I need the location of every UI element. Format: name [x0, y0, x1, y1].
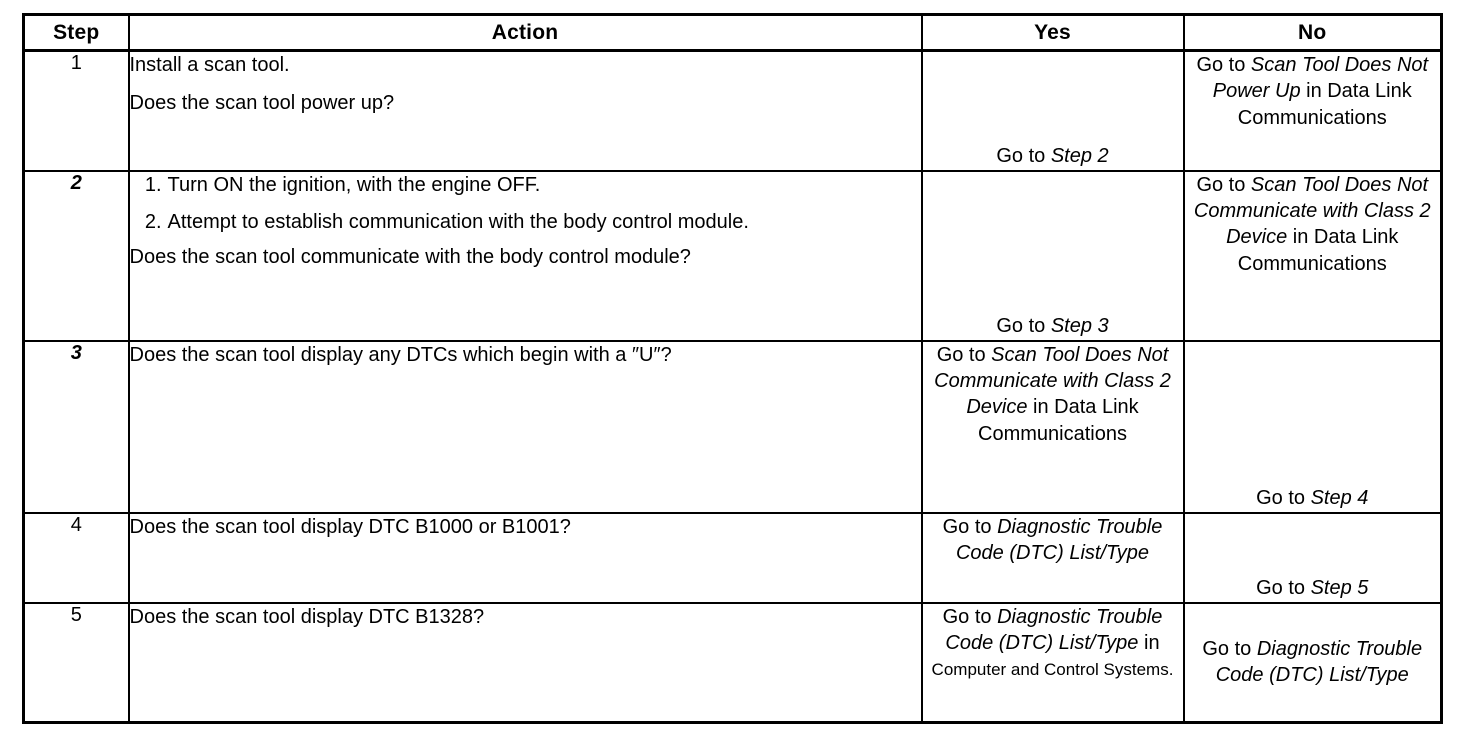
emphasis-text: Step 4: [1310, 487, 1369, 510]
emphasis-text: Scan Tool Does Not Power Up: [1212, 54, 1429, 103]
action-text: Does the scan tool power up?: [129, 91, 395, 114]
yes-cell: Go to Step 2: [920, 49, 1185, 172]
plain-text: in: [1138, 631, 1160, 654]
action-cell: Turn ON the ignition, with the engine OF…: [127, 169, 923, 342]
step-number-cell: 5: [22, 601, 130, 724]
column-header-action: Action: [127, 13, 923, 52]
column-header-no: No: [1182, 13, 1443, 52]
step-number: 1: [70, 52, 82, 74]
emphasis-text: Scan Tool Does Not Communicate with Clas…: [934, 343, 1171, 419]
plain-text: Go to: [942, 605, 998, 628]
step-number: 2: [70, 171, 82, 194]
plain-text: Go to: [1256, 577, 1311, 600]
plain-text: in Data Link Communications: [1237, 226, 1399, 275]
action-text: Install a scan tool.: [129, 54, 290, 76]
table-header-row: Step Action Yes No: [22, 13, 1443, 52]
plain-text: Go to: [1256, 487, 1311, 510]
plain-text: Go to: [936, 343, 992, 366]
emphasis-text: Step 2: [1050, 145, 1109, 168]
step-number-cell: 4: [22, 511, 130, 604]
action-step-list: Turn ON the ignition, with the engine OF…: [130, 172, 921, 236]
no-cell: Go to Step 4: [1182, 339, 1443, 514]
column-header-step: Step: [22, 13, 130, 52]
table-body: 1 Install a scan tool. Does the scan tool …: [22, 49, 1443, 724]
plain-text: in Data Link Communications: [978, 396, 1139, 445]
step-number-cell: 1: [22, 49, 130, 172]
action-text: Does the scan tool display any DTCs whic…: [129, 343, 672, 366]
no-cell: Go to Scan Tool Does Not Power Up in Dat…: [1182, 49, 1443, 172]
emphasis-text: Diagnostic Trouble Code (DTC) List/Type: [945, 605, 1163, 654]
no-cell: Go to Scan Tool Does Not Communicate wit…: [1182, 169, 1443, 342]
action-text: Does the scan tool display DTC B1000 or …: [129, 515, 571, 538]
action-cell: Does the scan tool display DTC B1328?: [127, 601, 923, 724]
table-row: 3 Does the scan tool display any DTCs whi…: [22, 339, 1443, 514]
action-cell: Does the scan tool display DTC B1000 or …: [127, 511, 923, 604]
plain-text: Go to: [1196, 54, 1251, 76]
action-step-item: Turn ON the ignition, with the engine OF…: [138, 172, 541, 199]
step-number: 5: [70, 603, 82, 626]
plain-text: Go to: [1202, 637, 1257, 660]
step-number: 4: [70, 513, 82, 536]
plain-text: Go to: [1196, 173, 1251, 196]
yes-cell: Go to Scan Tool Does Not Communicate wit…: [920, 339, 1185, 514]
step-number-cell: 3: [22, 339, 130, 514]
action-cell: Does the scan tool display any DTCs whic…: [127, 339, 923, 514]
plain-text: Go to: [996, 145, 1051, 168]
small-text: Computer and Control Systems.: [931, 660, 1174, 680]
emphasis-text: Diagnostic Trouble Code (DTC) List/Type: [955, 515, 1163, 564]
table-row: 2 Turn ON the ignition, with the engine O…: [22, 169, 1443, 342]
emphasis-text: Diagnostic Trouble Code (DTC) List/Type: [1215, 637, 1423, 687]
no-cell: Go to Diagnostic Trouble Code (DTC) List…: [1182, 601, 1443, 724]
action-text: Does the scan tool display DTC B1328?: [129, 605, 485, 628]
yes-cell: Go to Diagnostic Trouble Code (DTC) List…: [920, 511, 1185, 604]
step-number-cell: 2: [22, 169, 130, 342]
yes-cell: Go to Step 3: [920, 169, 1185, 342]
emphasis-text: Step 3: [1050, 315, 1109, 338]
yes-cell: Go to Diagnostic Trouble Code (DTC) List…: [920, 601, 1185, 724]
step-number: 3: [70, 341, 82, 364]
plain-text: Go to: [942, 515, 998, 538]
table-row: 5 Does the scan tool display DTC B1328? Go…: [22, 601, 1443, 724]
table-row: 1 Install a scan tool. Does the scan tool …: [22, 49, 1443, 172]
table-row: 4 Does the scan tool display DTC B1000 or…: [22, 511, 1443, 604]
emphasis-text: Scan Tool Does Not Communicate with Clas…: [1193, 173, 1431, 249]
action-step-item: Attempt to establish communication with …: [138, 209, 749, 236]
action-cell: Install a scan tool. Does the scan tool p…: [127, 49, 923, 172]
column-header-yes: Yes: [920, 13, 1185, 52]
plain-text: in Data Link Communications: [1237, 80, 1412, 129]
no-cell: Go to Step 5: [1182, 511, 1443, 604]
emphasis-text: Step 5: [1310, 577, 1369, 600]
diagnostic-procedure-table: Step Action Yes No 1 Install a scan tool.…: [22, 13, 1443, 724]
plain-text: Go to: [996, 315, 1051, 338]
action-text: Does the scan tool communicate with the …: [129, 245, 691, 268]
